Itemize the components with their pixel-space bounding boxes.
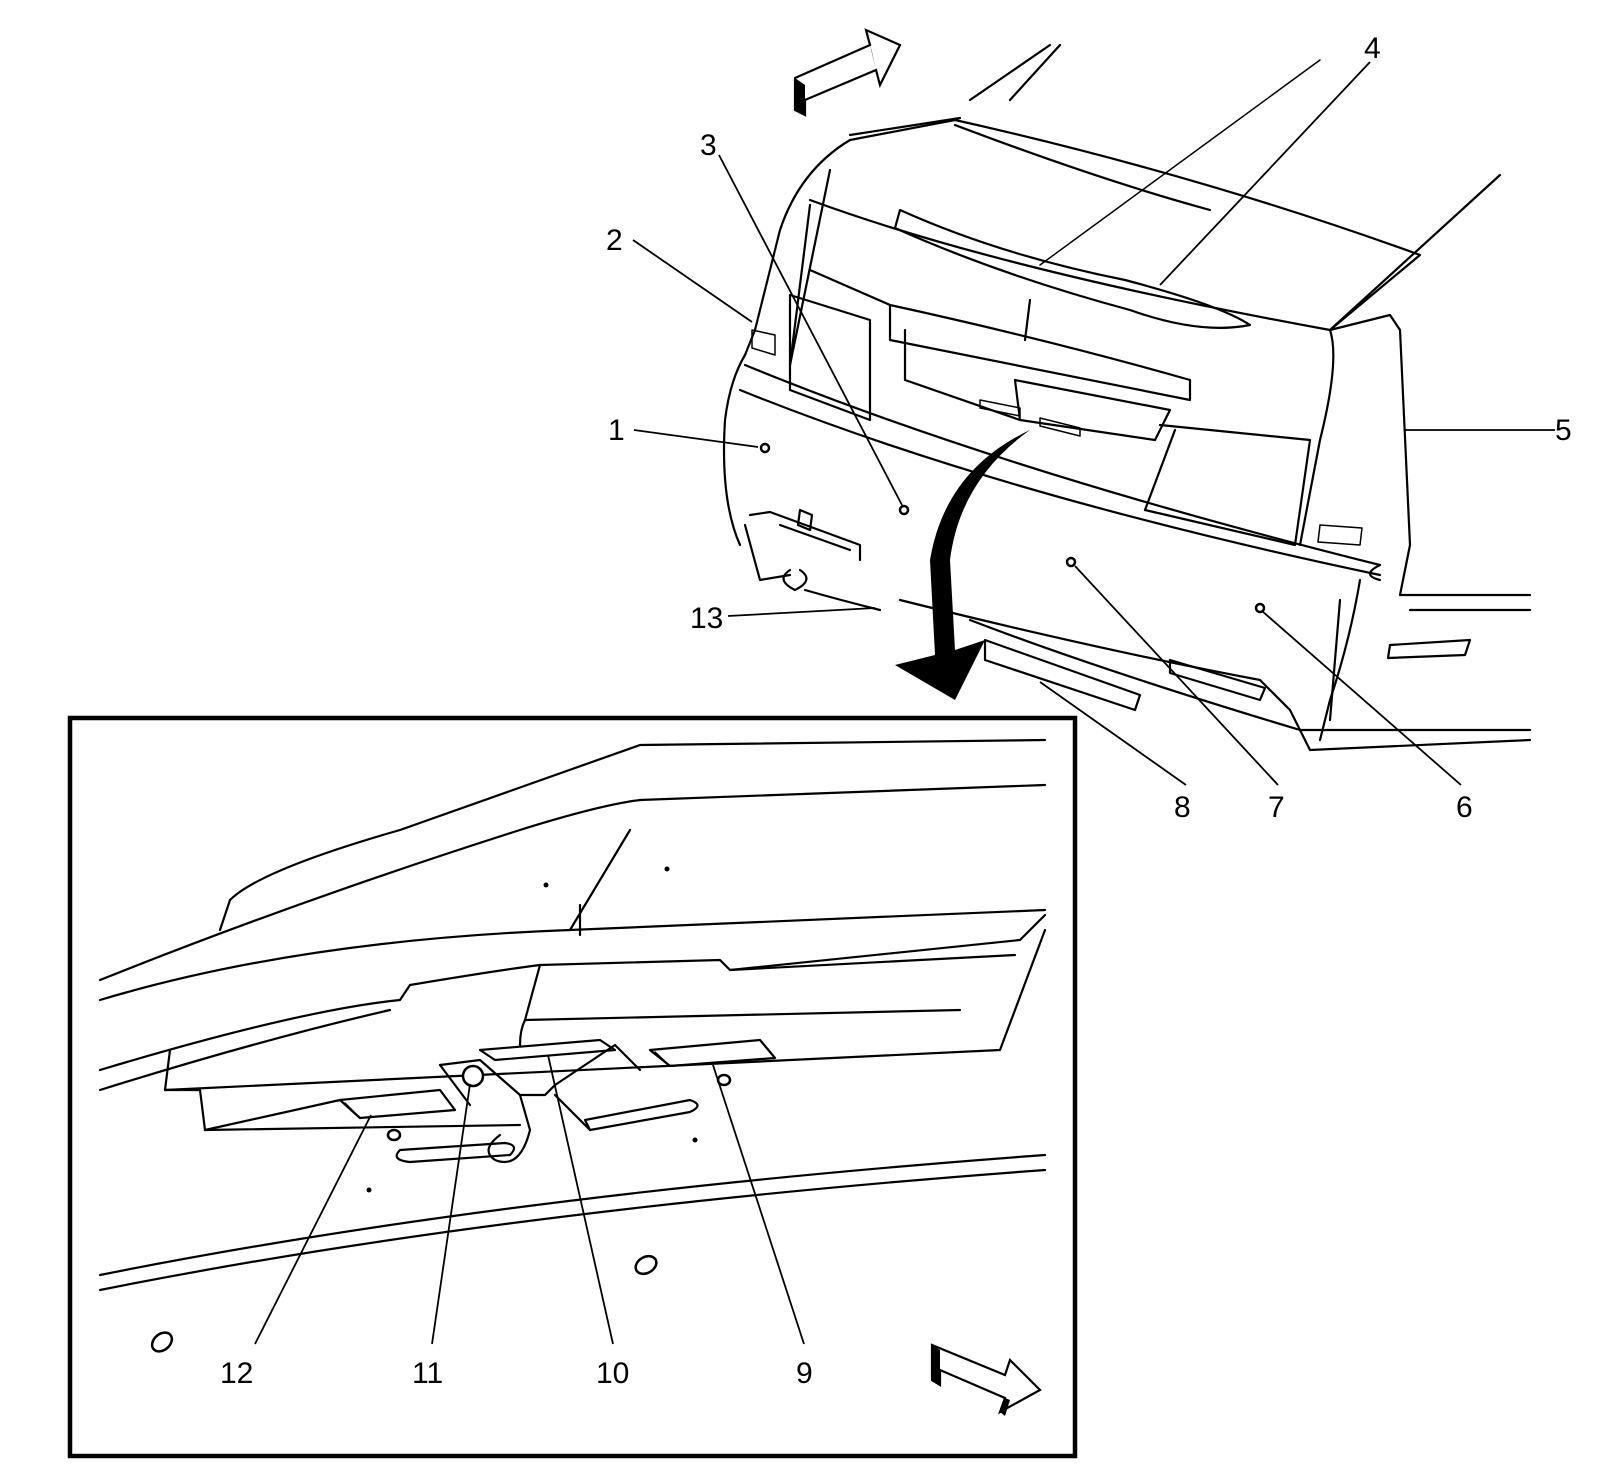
callout-13: 13 (690, 602, 723, 635)
callout-10: 10 (596, 1357, 629, 1390)
callout-8: 8 (1174, 791, 1191, 824)
callout-4: 4 (1364, 32, 1381, 65)
vehicle-front-direction-arrow-icon (930, 1343, 1042, 1416)
vehicle-front-direction-arrow-icon (793, 28, 902, 117)
callout-11: 11 (412, 1357, 443, 1390)
callout-3: 3 (700, 129, 717, 162)
callout-1: 1 (608, 414, 625, 447)
callout-2: 2 (606, 224, 623, 257)
callout-7: 7 (1268, 791, 1285, 824)
callout-labels: 1 2 3 4 5 6 7 8 9 10 11 12 13 (220, 32, 1572, 1390)
detail-inset-view (98, 738, 1047, 1353)
vehicle-rear-view (722, 43, 1532, 752)
callout-5: 5 (1555, 414, 1572, 447)
detail-view-arrow-icon (895, 430, 1030, 700)
callout-12: 12 (220, 1357, 253, 1390)
callout-6: 6 (1456, 791, 1473, 824)
callout-9: 9 (796, 1357, 813, 1390)
detail-inset-frame (67, 715, 1078, 1459)
callout-leaders (254, 61, 1555, 1345)
